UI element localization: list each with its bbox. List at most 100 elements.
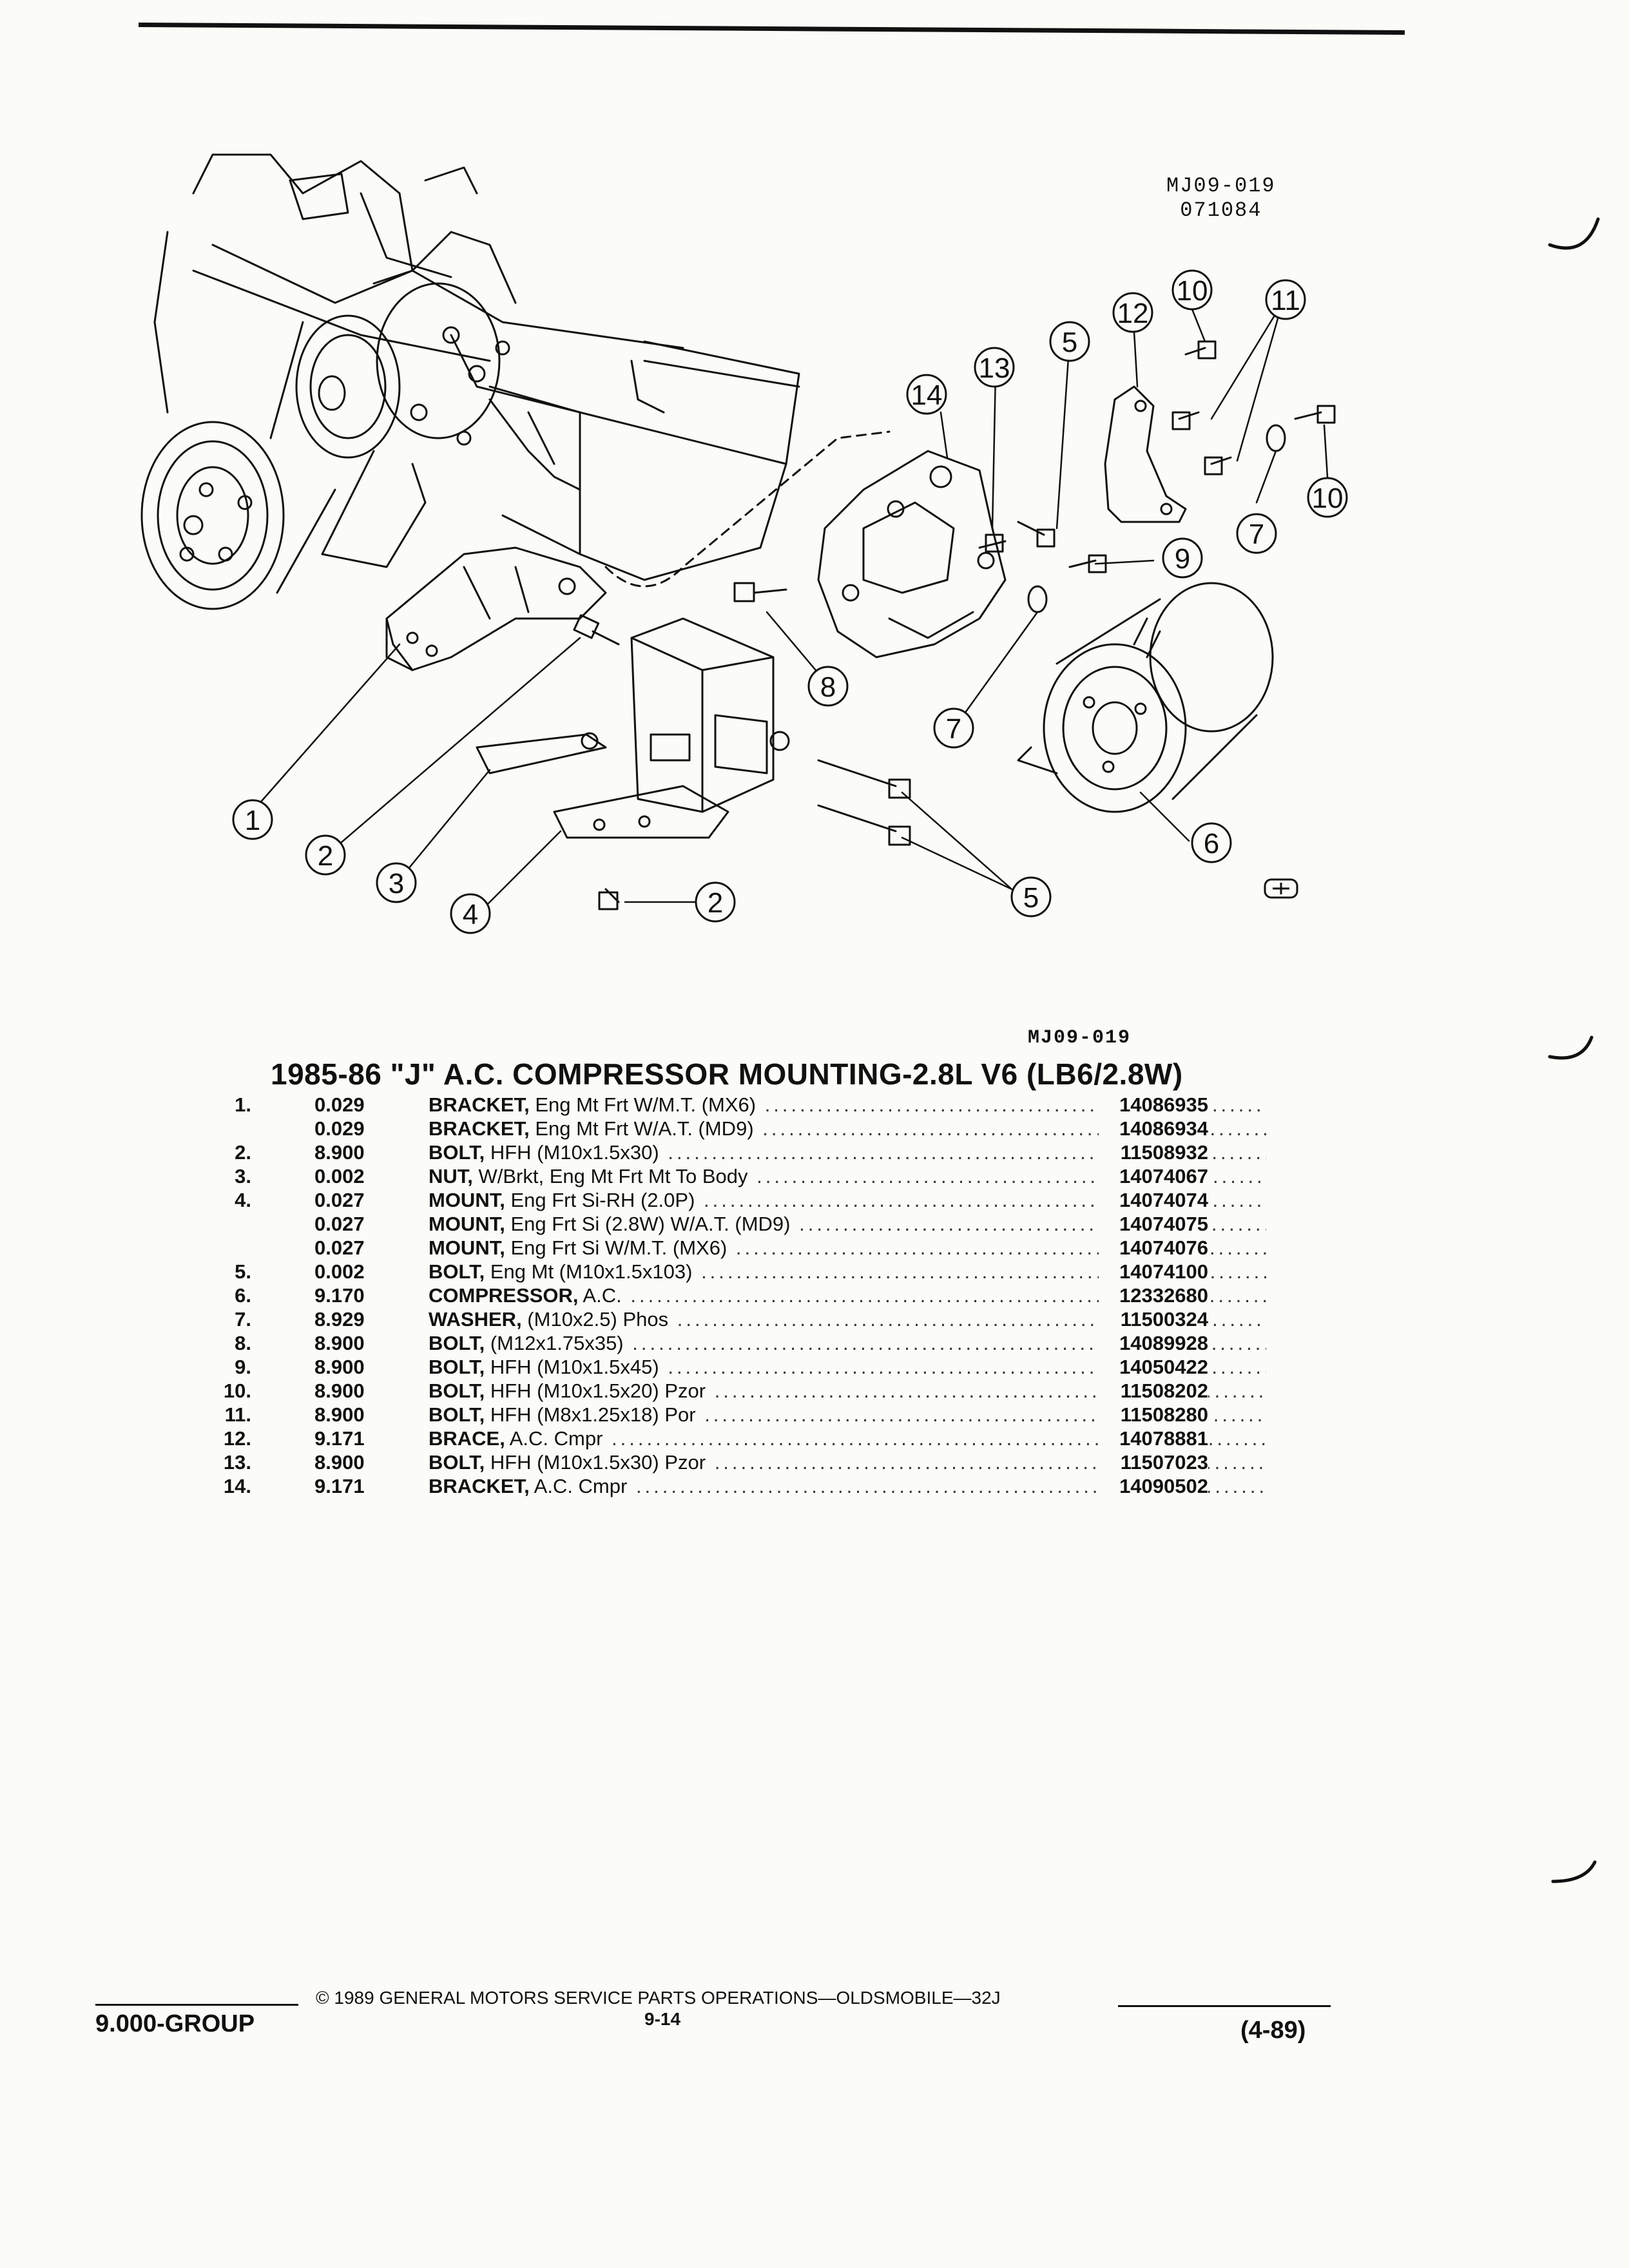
svg-text:4: 4 [463,899,478,930]
part-spec: A.C. Cmpr [505,1427,603,1450]
part-name: COMPRESSOR, [429,1284,579,1307]
part-number: 11500324 [1099,1308,1208,1331]
section-title: 1985-86 "J" A.C. COMPRESSOR MOUNTING-2.8… [271,1057,1183,1091]
part-spec: (M12x1.75x35) [485,1332,624,1354]
callout-3: 3 [376,862,417,903]
callout-8: 8 [807,666,849,707]
part-number: 11508202 [1099,1379,1208,1403]
pulley-drawing [140,282,510,610]
group-number: 9.171 [314,1427,365,1450]
part-spec: Eng Frt Si-RH (2.0P) [505,1189,695,1211]
part-number: 14078881 [1099,1427,1208,1450]
item-number: 8. [235,1332,251,1354]
svg-text:6: 6 [1204,828,1219,860]
item-number: 11. [224,1403,251,1426]
callout-2-lower: 2 [695,881,736,923]
callout-7-left: 7 [933,707,974,749]
part-spec: HFH (M10x1.5x45) [485,1356,659,1378]
part-spec: Eng Frt Si W/M.T. (MX6) [505,1236,728,1259]
callout-5-right: 5 [1049,321,1090,362]
part-name: BRACKET, [429,1117,530,1140]
part-spec: HFH (M10x1.5x30) Pzor [485,1451,706,1474]
callout-9: 9 [1162,537,1203,579]
part-name: BOLT, [429,1332,485,1354]
part-number: 14086935 [1099,1093,1208,1117]
part-number: 11507023 [1099,1451,1208,1474]
group-number: 8.900 [314,1379,365,1402]
illustration-id-block: MJ09-019 071084 [1166,174,1276,223]
part-name: BOLT, [429,1141,485,1164]
engine-block-drawing [153,153,800,581]
item-number: 7. [235,1308,251,1331]
callout-10-right: 10 [1307,477,1348,518]
svg-text:5: 5 [1062,327,1077,358]
part-name: BRACE, [429,1427,505,1450]
part-number: 14074076 [1099,1236,1208,1260]
part-number: 14089928 [1099,1332,1208,1355]
group-number: 0.029 [314,1093,365,1116]
part-name: MOUNT, [429,1189,505,1211]
group-number: 9.170 [314,1284,365,1307]
group-number: 8.900 [314,1451,365,1474]
diagram-reference-id: MJ09-019 [1028,1027,1132,1049]
callout-10-top: 10 [1171,269,1213,311]
part-name: MOUNT, [429,1236,505,1259]
footer-page-number: 9-14 [644,2009,681,2029]
part-spec: A.C. [578,1284,622,1307]
group-number: 0.002 [314,1165,365,1187]
svg-text:10: 10 [1177,275,1208,307]
group-number: 8.929 [314,1308,365,1331]
part-number: 14086934 [1099,1117,1208,1140]
part-name: BOLT, [429,1260,485,1283]
part-spec: W/Brkt, Eng Mt Frt Mt To Body [472,1165,748,1187]
callout-5-lower: 5 [1010,876,1052,918]
item-number: 1. [235,1093,251,1116]
callouts: 1 2 2 3 4 5 5 6 7 7 8 9 10 10 11 12 13 1… [232,269,1348,934]
part-name: BRACKET, [429,1475,530,1497]
part-name: BRACKET, [429,1093,530,1116]
leader-lines [256,302,1329,916]
item-number: 14. [223,1475,251,1497]
svg-text:8: 8 [820,671,836,703]
item-number: 4. [235,1189,251,1211]
item-number: 5. [235,1260,251,1283]
group-number: 0.027 [314,1189,365,1211]
svg-text:13: 13 [979,352,1010,384]
part-spec: HFH (M10x1.5x20) Pzor [485,1379,706,1402]
gm-logo-icon [1264,878,1298,899]
callout-4: 4 [450,893,491,934]
engine-mount-drawing [476,617,790,839]
part-number: 14074100 [1099,1260,1208,1283]
part-name: NUT, [429,1165,473,1187]
footer-revision: (4-89) [1240,2017,1306,2044]
part-number: 14050422 [1099,1356,1208,1379]
svg-text:12: 12 [1117,298,1149,329]
part-spec: HFH (M8x1.25x18) Por [485,1403,696,1426]
svg-text:10: 10 [1312,483,1344,514]
part-spec: (M10x2.5) Phos [521,1308,669,1331]
part-spec: Eng Frt Si (2.8W) W/A.T. (MD9) [505,1213,791,1235]
group-number: 0.029 [314,1117,365,1140]
callout-1: 1 [232,799,273,840]
svg-text:14: 14 [911,380,943,411]
compressor-brace-drawing [1104,385,1187,523]
group-number: 8.900 [314,1141,365,1164]
svg-text:2: 2 [318,840,333,872]
callout-7-right: 7 [1236,513,1277,554]
part-spec: HFH (M10x1.5x30) [485,1141,659,1164]
callout-14: 14 [906,374,947,415]
part-number: 14090502 [1099,1475,1208,1498]
callout-12: 12 [1112,292,1153,333]
callout-2: 2 [305,834,346,876]
item-number: 3. [235,1165,251,1187]
callout-13: 13 [974,347,1015,388]
svg-text:11: 11 [1271,285,1300,316]
svg-text:3: 3 [389,868,404,899]
compressor-drawing [1017,582,1274,813]
bolt-drawings [573,340,1336,910]
svg-text:7: 7 [946,713,961,745]
part-number: 11508280 [1099,1403,1208,1427]
part-spec: Eng Mt (M10x1.5x103) [485,1260,693,1283]
scan-binding-marks [1548,217,1600,1883]
part-name: MOUNT, [429,1213,505,1235]
